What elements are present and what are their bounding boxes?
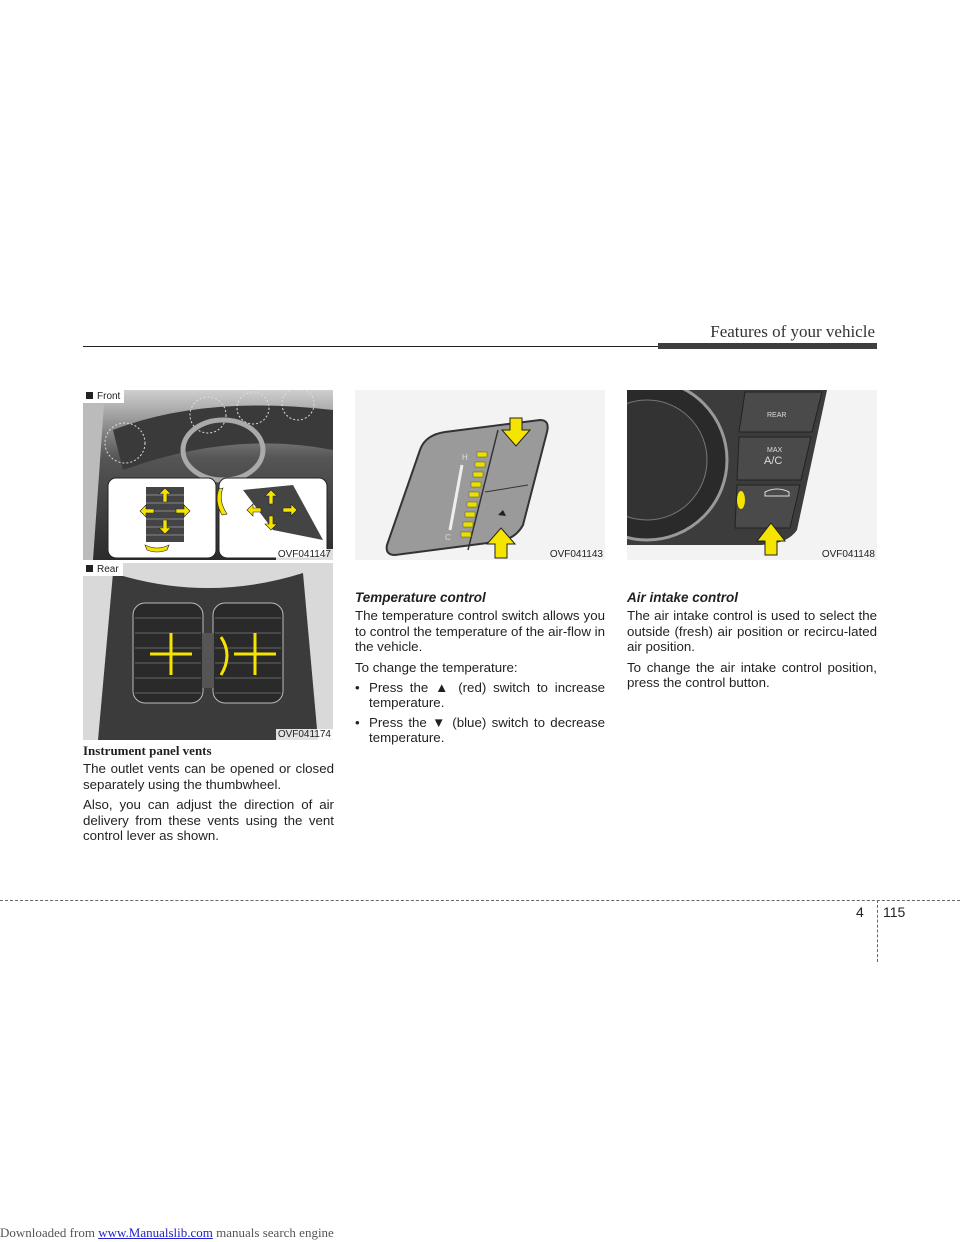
download-footer: Downloaded from www.Manualslib.com manua… bbox=[0, 1225, 334, 1240]
heading-temperature-control: Temperature control bbox=[355, 590, 486, 605]
header-bar bbox=[658, 343, 877, 349]
paragraph: Also, you can adjust the direction of ai… bbox=[83, 797, 334, 844]
heading-air-intake-control: Air intake control bbox=[627, 590, 739, 605]
front-vents-illustration bbox=[83, 390, 333, 560]
paragraph: The temperature control switch allows yo… bbox=[355, 608, 605, 655]
air-intake-illustration bbox=[627, 390, 827, 556]
figure-code-intake: OVF041148 bbox=[821, 549, 875, 560]
scale-cold-label: C bbox=[445, 533, 451, 542]
header-rule bbox=[83, 346, 663, 347]
manualslib-link[interactable]: www.Manualslib.com bbox=[98, 1225, 213, 1240]
ac-button-label: A/C bbox=[764, 455, 783, 467]
paragraph: To change the temperature: bbox=[355, 659, 518, 675]
column-temperature-control: Temperature control The temperature cont… bbox=[355, 590, 605, 750]
rear-vents-illustration bbox=[83, 563, 333, 740]
paragraph: The outlet vents can be opened or closed… bbox=[83, 761, 334, 792]
figure-code-temp: OVF041143 bbox=[549, 549, 603, 560]
page-divider bbox=[877, 900, 878, 962]
figure-front-vents: Front OVF041147 bbox=[83, 390, 333, 560]
chapter-number: 4 bbox=[856, 904, 864, 920]
bullet-increase: • Press the ▲ (red) switch to increase t… bbox=[355, 680, 605, 711]
column-instrument-vents: Instrument panel vents The outlet vents … bbox=[83, 743, 334, 848]
temperature-switch-illustration bbox=[385, 417, 549, 559]
max-button-label: MAX bbox=[767, 447, 783, 454]
heading-instrument-panel-vents: Instrument panel vents bbox=[83, 743, 212, 758]
rear-defrost-button-label: REAR bbox=[767, 412, 787, 419]
paragraph: The air intake control is used to select… bbox=[627, 608, 877, 655]
bullet-dot: • bbox=[355, 714, 360, 730]
section-title: Features of your vehicle bbox=[710, 322, 875, 341]
figure-code-front: OVF041147 bbox=[275, 549, 333, 560]
bullet-dot: • bbox=[355, 680, 360, 696]
figure-temperature-switch: H C OVF041143 bbox=[355, 390, 605, 560]
footer-dashed-rule bbox=[0, 900, 960, 901]
figure-tag-rear: Rear bbox=[83, 563, 123, 576]
paragraph: To change the air intake control positio… bbox=[627, 659, 877, 691]
figure-code-rear: OVF041174 bbox=[275, 729, 333, 740]
figure-rear-vents: Rear OVF041174 bbox=[83, 563, 333, 740]
figure-tag-front: Front bbox=[83, 390, 125, 403]
figure-air-intake: REAR MAX A/C OVF041148 bbox=[627, 390, 877, 560]
page-number: 115 bbox=[883, 904, 906, 920]
scale-hot-label: H bbox=[462, 453, 468, 462]
bullet-decrease: • Press the ▼ (blue) switch to decrease … bbox=[355, 714, 605, 746]
column-air-intake: Air intake control The air intake contro… bbox=[627, 590, 877, 695]
